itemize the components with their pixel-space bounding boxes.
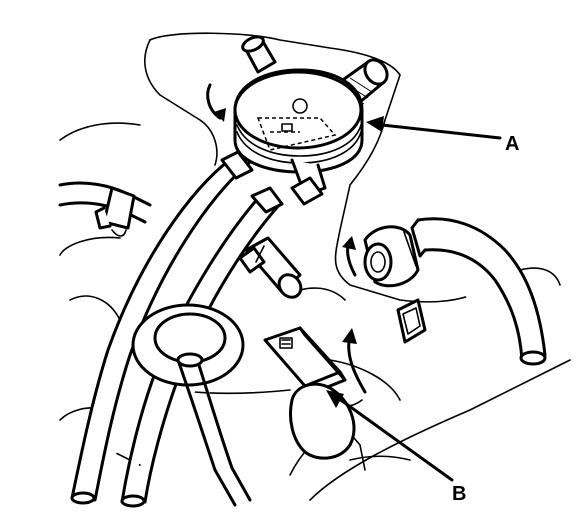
flow-arrows bbox=[206, 83, 367, 394]
label-b-leader bbox=[326, 390, 454, 482]
purge-valve bbox=[233, 35, 389, 197]
panel-boss bbox=[396, 298, 427, 344]
right-hose bbox=[410, 217, 547, 366]
label-b: B bbox=[452, 483, 466, 505]
center-fitting bbox=[238, 236, 303, 299]
label-a-leader bbox=[366, 116, 502, 140]
lower-boss bbox=[131, 303, 252, 507]
label-a: A bbox=[505, 133, 519, 155]
left-hose bbox=[58, 181, 152, 237]
right-grommet bbox=[363, 225, 420, 288]
